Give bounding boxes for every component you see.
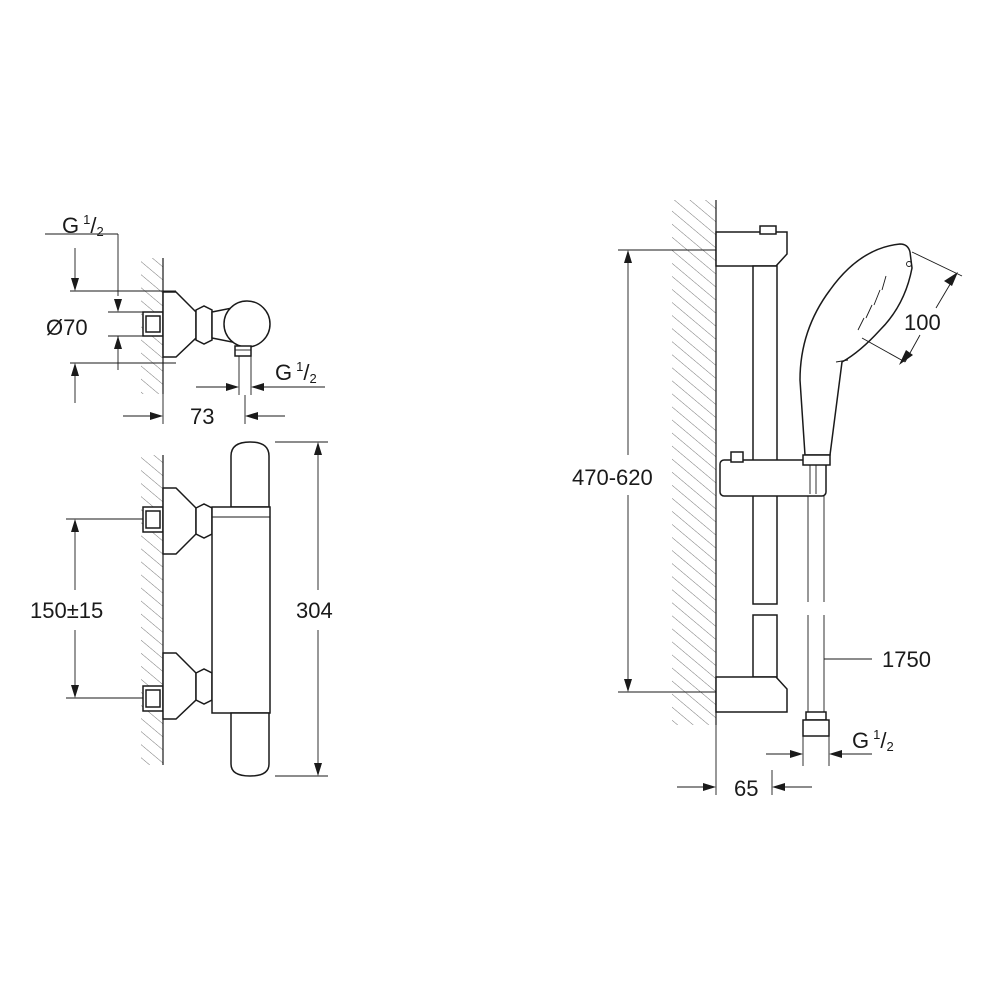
head-diameter-dimension bbox=[861, 251, 963, 365]
depth-dimension bbox=[123, 394, 285, 424]
inlet-spacing-label: 150±15 bbox=[30, 598, 103, 623]
mixer-front-view: 150±15 304 bbox=[30, 441, 333, 777]
inlet-spacing-dimension bbox=[66, 518, 143, 699]
rail-length-dimension bbox=[618, 249, 716, 693]
height-label: 304 bbox=[296, 598, 333, 623]
inlet-thread-dimension bbox=[45, 233, 143, 370]
height-dimension bbox=[275, 441, 328, 777]
wall-hatch-rail bbox=[672, 200, 716, 725]
wall-offset-dimension bbox=[677, 712, 812, 795]
hose-thread-dimension bbox=[766, 736, 872, 766]
diameter-label: Ø70 bbox=[46, 315, 88, 340]
wall-hatch-front bbox=[141, 455, 163, 765]
diameter-dimension bbox=[70, 248, 176, 403]
outlet-thread-dimension bbox=[196, 383, 325, 391]
head-diameter-label: 100 bbox=[904, 310, 941, 335]
wall-offset-label: 65 bbox=[734, 776, 758, 801]
rail-length-label: 470-620 bbox=[572, 465, 653, 490]
depth-label: 73 bbox=[190, 404, 214, 429]
hose-length-label: 1750 bbox=[882, 647, 931, 672]
